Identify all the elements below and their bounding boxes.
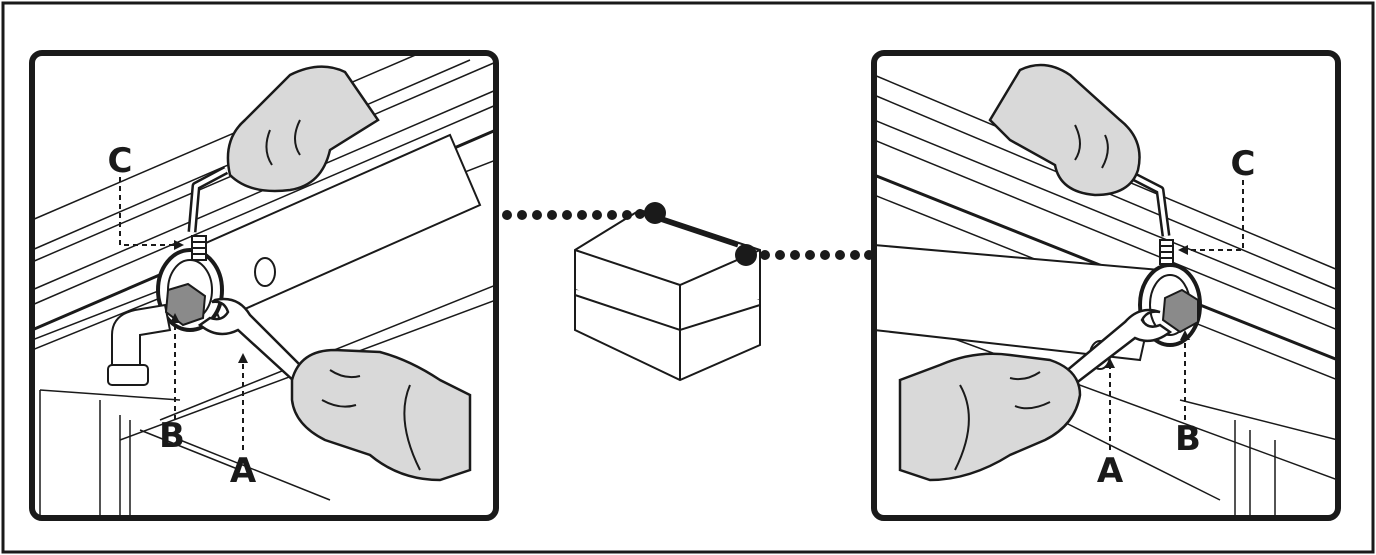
gloved-hand-icon [292, 350, 470, 480]
right-detail-panel: C B A [874, 53, 1338, 518]
machine-unit-icon [575, 210, 760, 380]
callout-label-b: B [159, 416, 185, 456]
callout-label-c: C [1231, 144, 1256, 184]
left-detail-panel: C B A [32, 53, 496, 518]
gloved-hand-icon [900, 354, 1080, 480]
callout-label-a: A [230, 451, 257, 491]
callout-label-a: A [1097, 451, 1124, 491]
gloved-hand-icon [228, 67, 378, 191]
set-screw-icon [1160, 240, 1173, 264]
gloved-hand-icon [990, 65, 1140, 195]
callout-label-b: B [1175, 419, 1201, 459]
set-screw-icon [192, 236, 206, 260]
callout-label-c: C [108, 141, 133, 181]
